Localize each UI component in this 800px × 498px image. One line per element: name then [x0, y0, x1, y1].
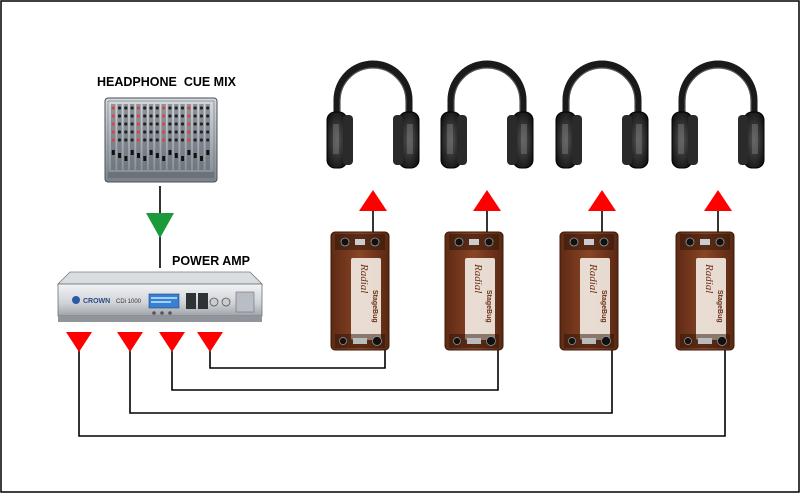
- mixer-channel-strips: [111, 104, 210, 170]
- mixer-label: HEADPHONE CUE MIX: [97, 75, 237, 89]
- red-arrow-up-3: [588, 190, 616, 211]
- red-arrow-up-4: [704, 190, 732, 211]
- green-arrow-down: [146, 213, 174, 238]
- headphones-4-icon: [671, 60, 765, 169]
- power-amp-device: CROWN CDi 1000: [57, 271, 263, 322]
- mixer-device: [104, 97, 218, 183]
- amp-model: CDi 1000: [116, 299, 142, 305]
- amp-knobs: [186, 291, 255, 313]
- wire-amp-out4-to-box4: [78, 350, 726, 437]
- amp-brand: CROWN: [83, 298, 110, 305]
- headphones-2-icon: [440, 60, 534, 169]
- stagebug-boxes: RadialStageBugRadialStageBugRadialStageB…: [330, 231, 735, 351]
- wires: [78, 186, 726, 437]
- box-model: StageBug: [371, 290, 378, 323]
- wire-amp-out1-to-box1: [209, 350, 386, 369]
- red-arrow-down-1: [66, 332, 92, 352]
- wire-amp-out3-to-box3: [129, 350, 613, 414]
- box-model: StageBug: [600, 290, 607, 323]
- headphone-input-arrows: [359, 190, 732, 211]
- headphones-3-icon: [555, 60, 649, 169]
- wire-amp-out2-to-box2: [171, 350, 499, 391]
- box-model: StageBug: [485, 290, 492, 323]
- red-arrow-down-2: [117, 332, 143, 352]
- red-arrow-down-3: [159, 332, 185, 352]
- headphones-group: [326, 60, 765, 169]
- box-brand: Radial: [587, 263, 599, 293]
- box-brand: Radial: [472, 263, 484, 293]
- red-arrow-down-4: [197, 332, 223, 352]
- amp-output-arrows: [66, 332, 223, 352]
- headphones-1-icon: [326, 60, 420, 169]
- amp-label: POWER AMP: [172, 254, 250, 268]
- red-arrow-up-1: [359, 190, 387, 211]
- red-arrow-up-2: [473, 190, 501, 211]
- box-brand: Radial: [703, 263, 715, 293]
- amp-buttons: [152, 311, 172, 315]
- box-model: StageBug: [716, 290, 723, 323]
- box-brand: Radial: [358, 263, 370, 293]
